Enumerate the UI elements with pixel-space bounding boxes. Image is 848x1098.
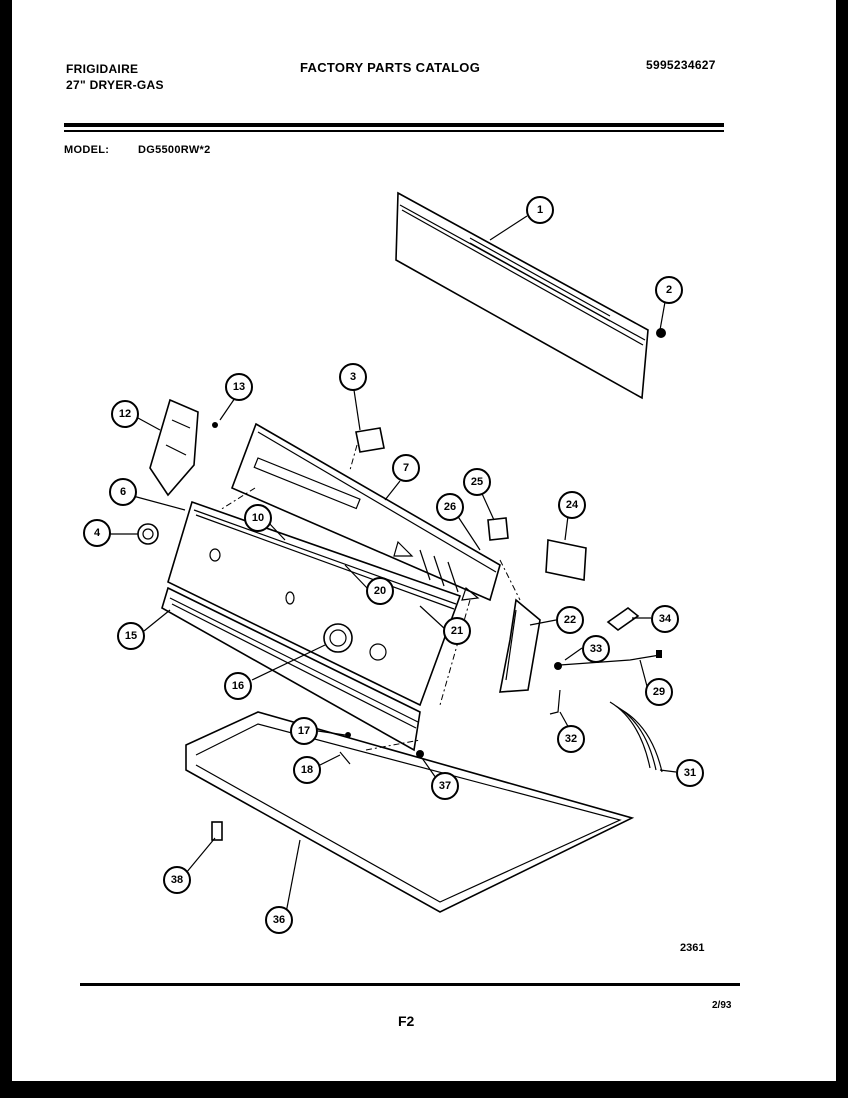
callout-label: 31 <box>684 767 696 779</box>
harness-part-29 <box>554 650 662 670</box>
callout-36: 36 <box>265 906 293 934</box>
callout-2: 2 <box>655 276 683 304</box>
callout-10: 10 <box>244 504 272 532</box>
callout-29: 29 <box>645 678 673 706</box>
header-rule-bottom <box>64 130 724 132</box>
callout-label: 18 <box>301 764 313 776</box>
callout-label: 37 <box>439 780 451 792</box>
callout-label: 13 <box>233 381 245 393</box>
scan-border-right <box>836 0 848 1098</box>
screw-part <box>656 328 666 338</box>
callout-label: 32 <box>565 733 577 745</box>
callout-13: 13 <box>225 373 253 401</box>
callout-3: 3 <box>339 363 367 391</box>
callout-label: 16 <box>232 680 244 692</box>
brand-name: FRIGIDAIRE <box>66 62 139 76</box>
front-console-part <box>167 500 462 707</box>
callout-label: 2 <box>666 284 672 296</box>
diagram-code: 2361 <box>680 942 705 954</box>
callout-label: 29 <box>653 686 665 698</box>
callout-label: 17 <box>298 725 310 737</box>
callout-label: 36 <box>273 914 285 926</box>
callout-33: 33 <box>582 635 610 663</box>
bumper-part-38 <box>211 821 223 841</box>
screw-part-37 <box>416 750 424 758</box>
knob-part-4 <box>137 523 159 545</box>
switch-part-3 <box>355 427 385 453</box>
callout-label: 34 <box>659 613 672 625</box>
wire-bundle-part <box>609 701 663 773</box>
callout-20: 20 <box>366 577 394 605</box>
callout-24: 24 <box>558 491 586 519</box>
scan-border-bottom <box>0 1081 848 1098</box>
assembly-lines <box>219 444 521 751</box>
rear-panel-part <box>395 191 649 400</box>
callout-1: 1 <box>526 196 554 224</box>
scan-border-left <box>0 0 12 1098</box>
callout-37: 37 <box>431 772 459 800</box>
callout-38: 38 <box>163 866 191 894</box>
switch-part-25 <box>487 517 509 541</box>
callout-4: 4 <box>83 519 111 547</box>
callout-label: 3 <box>350 371 356 383</box>
callout-26: 26 <box>436 493 464 521</box>
right-end-bracket-part <box>499 598 541 693</box>
header-rule-top <box>64 123 724 127</box>
callout-18: 18 <box>293 756 321 784</box>
console-trim-part <box>161 586 421 752</box>
callout-label: 21 <box>451 625 463 637</box>
callout-21: 21 <box>443 617 471 645</box>
timer-part <box>545 539 587 581</box>
callout-label: 33 <box>590 643 602 655</box>
lamp-part-34 <box>606 607 640 631</box>
callout-label: 24 <box>566 499 579 511</box>
callout-17: 17 <box>290 717 318 745</box>
page-label: F2 <box>398 1013 415 1029</box>
callout-label: 10 <box>252 512 264 524</box>
callout-31: 31 <box>676 759 704 787</box>
callout-6: 6 <box>109 478 137 506</box>
callout-label: 7 <box>403 462 409 474</box>
callout-label: 26 <box>444 501 456 513</box>
footer-rule <box>80 983 740 986</box>
callout-label: 22 <box>564 614 576 626</box>
timer-knob-part <box>323 623 353 653</box>
callout-25: 25 <box>463 468 491 496</box>
callout-label: 1 <box>537 204 543 216</box>
left-end-bracket-part <box>149 398 218 497</box>
callout-15: 15 <box>117 622 145 650</box>
callout-12: 12 <box>111 400 139 428</box>
callout-34: 34 <box>651 605 679 633</box>
callout-label: 20 <box>374 585 386 597</box>
callout-32: 32 <box>557 725 585 753</box>
callout-label: 12 <box>119 408 131 420</box>
callout-label: 15 <box>125 630 137 642</box>
leader-lines <box>110 215 677 914</box>
callout-label: 6 <box>120 486 126 498</box>
revision-date: 2/93 <box>712 1000 732 1011</box>
screw-part-18 <box>339 751 351 765</box>
model-value: DG5500RW*2 <box>138 144 211 156</box>
callout-7: 7 <box>392 454 420 482</box>
clip-part-32 <box>549 689 561 715</box>
callout-22: 22 <box>556 606 584 634</box>
catalog-title: FACTORY PARTS CATALOG <box>300 60 481 75</box>
callout-16: 16 <box>224 672 252 700</box>
product-name: 27" DRYER-GAS <box>66 78 164 92</box>
catalog-number: 5995234627 <box>646 58 716 72</box>
callout-label: 38 <box>171 874 183 886</box>
screw-part-17 <box>345 732 351 738</box>
callout-label: 25 <box>471 476 483 488</box>
control-panel-part <box>230 422 501 602</box>
callout-label: 4 <box>94 527 101 539</box>
model-label: MODEL: <box>64 144 110 156</box>
